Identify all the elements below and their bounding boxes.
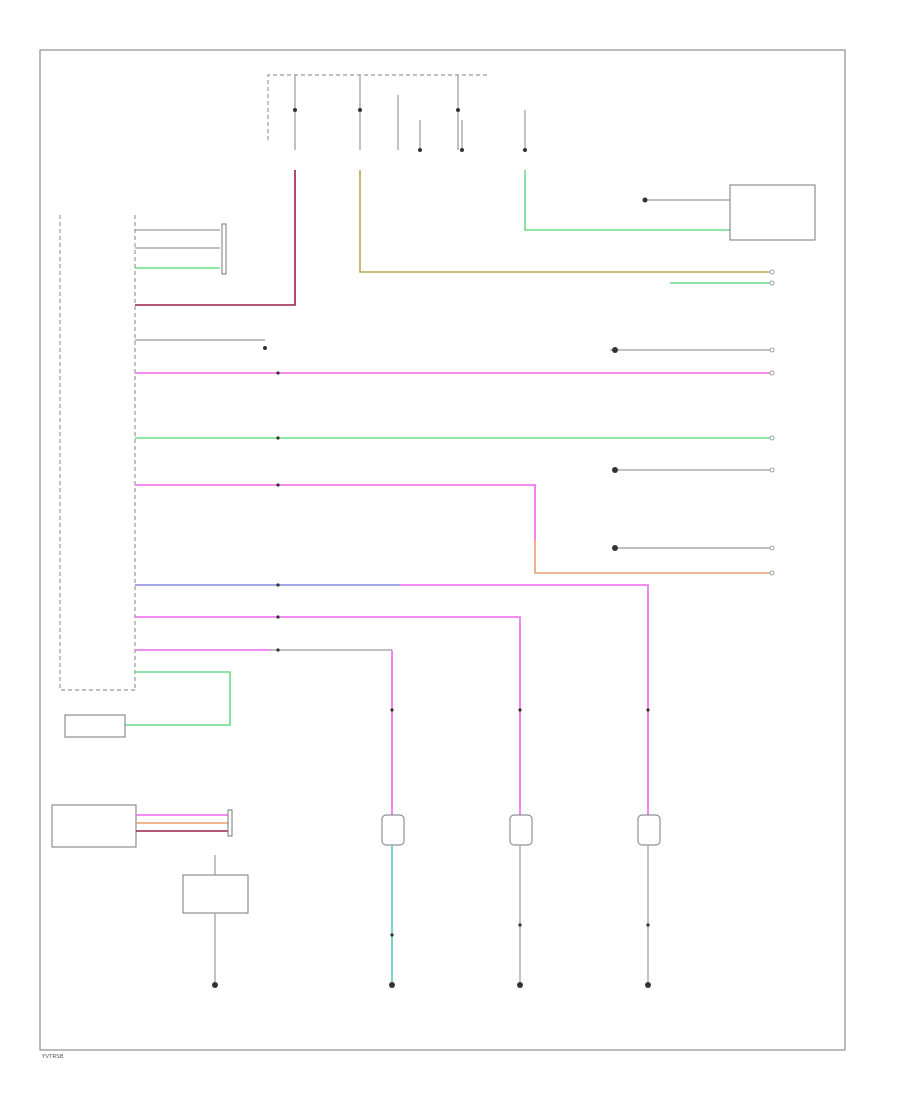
wire-green-loop: [125, 671, 231, 726]
connector-left-bottom: [227, 809, 233, 837]
connector-left-top: [221, 223, 227, 275]
wire-olive: [359, 170, 770, 273]
lamp-3: [637, 814, 661, 846]
module-top-right: [729, 184, 816, 241]
lamp-1: [381, 814, 405, 846]
instrument-cluster: [59, 215, 136, 691]
module-left-mid: [64, 714, 126, 738]
wire-pink-2: [135, 484, 536, 540]
module-left-bottom: [51, 804, 137, 848]
wire-pink-4: [135, 616, 521, 820]
lamp-2: [509, 814, 533, 846]
wire-dark-red: [135, 170, 296, 306]
right-terminals: [769, 269, 775, 576]
wire-green-top: [524, 170, 730, 231]
switch-body: [182, 874, 249, 914]
wire-orange: [534, 540, 770, 574]
footer-code: YVTRSB: [41, 1054, 64, 1060]
top-power-block: [267, 74, 527, 152]
diagram-frame: [39, 49, 846, 1051]
wire-pink-3: [400, 584, 649, 820]
lamp-group: [381, 814, 661, 846]
